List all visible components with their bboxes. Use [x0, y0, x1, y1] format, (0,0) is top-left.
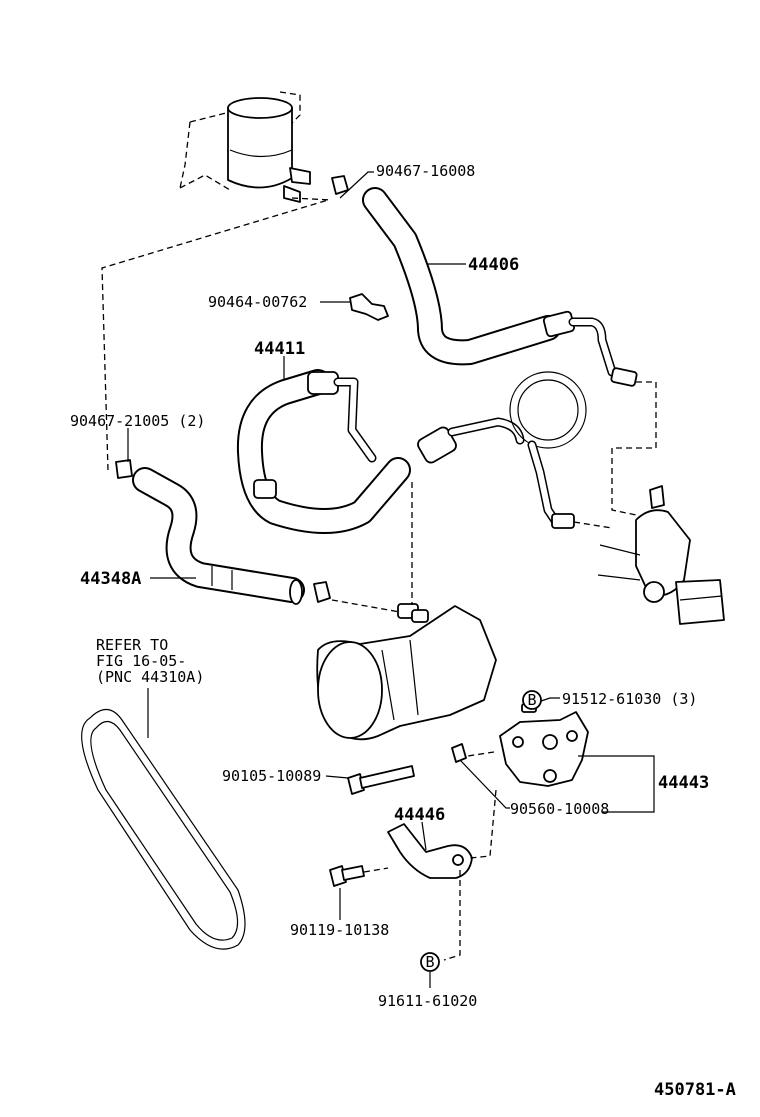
stay-44446[interactable] — [387, 823, 473, 879]
marker-b-top: B — [522, 690, 542, 710]
bolt-90119[interactable] — [329, 865, 365, 887]
label-91512-61030: 91512-61030 (3) — [562, 690, 697, 708]
reservoir-tank[interactable] — [179, 91, 333, 203]
label-44348A: 44348A — [80, 569, 141, 589]
label-90105-10089: 90105-10089 — [222, 767, 321, 785]
hose-clip-lower-1[interactable] — [115, 459, 133, 479]
label-90560-10008: 90560-10008 — [510, 800, 609, 818]
hose-clip-top[interactable] — [331, 175, 349, 195]
label-90467-21005: 90467-21005 (2) — [70, 412, 205, 430]
bolt-90105[interactable] — [347, 765, 415, 795]
return-hose-44406[interactable] — [362, 187, 638, 387]
figure-id: 450781-A — [654, 1080, 736, 1100]
label-90119-10138: 90119-10138 — [290, 921, 389, 939]
label-44443: 44443 — [658, 773, 709, 793]
label-91611-61020: 91611-61020 — [378, 992, 477, 1010]
steering-gear[interactable] — [573, 381, 725, 625]
svg-text:B: B — [527, 691, 536, 709]
pressure-hose-44411[interactable] — [236, 369, 411, 534]
vane-pump[interactable] — [316, 603, 497, 741]
suction-hose-44348A[interactable] — [132, 467, 305, 605]
v-belt[interactable] — [81, 708, 246, 950]
collar-90560[interactable] — [451, 743, 467, 763]
label-44406: 44406 — [468, 255, 519, 275]
refer-line-3: (PNC 44310A) — [96, 668, 204, 686]
marker-b-bottom: B — [420, 952, 440, 972]
hose-clip-lower-2[interactable] — [313, 581, 331, 603]
refer-line-1: REFER TO — [96, 636, 168, 654]
label-90467-16008: 90467-16008 — [376, 162, 475, 180]
svg-text:B: B — [425, 953, 434, 971]
cooler-pipe[interactable] — [416, 371, 587, 529]
label-44446: 44446 — [394, 805, 445, 825]
label-44411: 44411 — [254, 339, 305, 359]
refer-line-2: FIG 16-05- — [96, 652, 186, 670]
hose-clamp-90464[interactable] — [349, 293, 389, 321]
bracket-44443[interactable] — [499, 711, 589, 787]
label-90464-00762: 90464-00762 — [208, 293, 307, 311]
